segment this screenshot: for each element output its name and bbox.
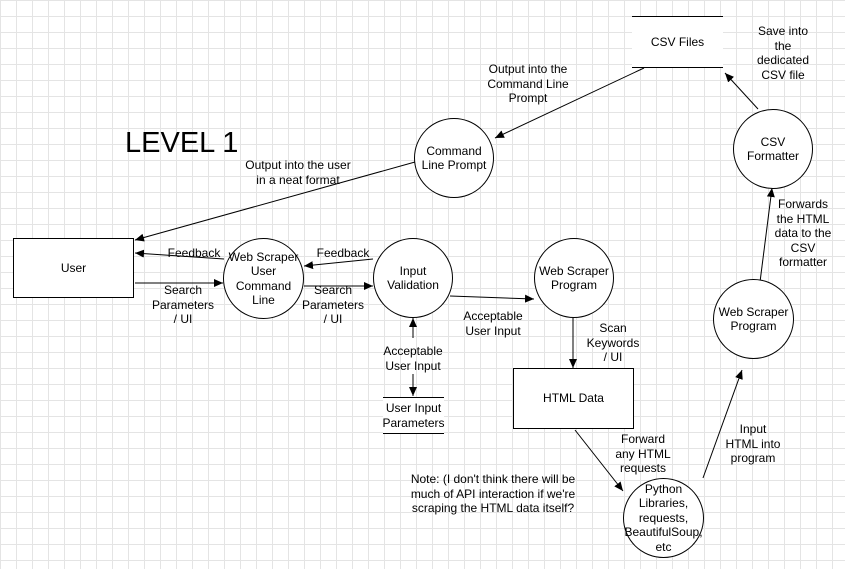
forward-html-label: Forward any HTML requests	[615, 432, 671, 475]
scan-keywords-label: Scan Keywords / UI	[586, 321, 640, 364]
web-scraper-ui-process: Web Scraper User Command Line	[223, 238, 304, 319]
input-validation-process: Input Validation	[373, 238, 453, 318]
user-entity: User	[13, 238, 134, 298]
csv-files-store: CSV Files	[632, 16, 723, 68]
arrow-csv-to-cmd	[494, 67, 645, 139]
feedback-label-2: Feedback	[316, 246, 370, 260]
arrow-feedback-to-user	[134, 249, 225, 260]
web-scraper-program-process: Web Scraper Program	[534, 238, 614, 318]
html-data-entity: HTML Data	[513, 368, 634, 429]
acceptable-input-label-scraper: Acceptable User Input	[463, 309, 523, 338]
arrow-validation-to-scraper	[449, 294, 535, 303]
command-line-prompt-process: Command Line Prompt	[414, 118, 494, 198]
feedback-label-1: Feedback	[167, 246, 221, 260]
python-libraries-process: Python Libraries, requests, BeautifulSou…	[623, 478, 704, 558]
arrow-html-to-libs	[574, 429, 624, 492]
output-user-label: Output into the user in a neat format	[245, 158, 351, 187]
output-cmd-label: Output into the Command Line Prompt	[487, 62, 569, 105]
arrow-scraper2-to-formatter	[759, 187, 775, 283]
arrow-feedback-to-ui	[303, 258, 374, 270]
search-params-label-1: Search Parameters / UI	[151, 283, 215, 326]
save-csv-label: Save into the dedicated CSV file	[756, 24, 810, 82]
acceptable-input-label-params: Acceptable User Input	[383, 344, 443, 373]
arrow-formatter-to-csv	[724, 72, 759, 110]
search-params-label-2: Search Parameters / UI	[301, 283, 365, 326]
csv-formatter-process: CSV Formatter	[733, 109, 813, 189]
user-input-parameters-store: User Input Parameters	[382, 397, 445, 434]
web-scraper-program-2-process: Web Scraper Program	[713, 279, 794, 359]
arrow-libs-to-scraper2	[702, 369, 743, 479]
input-html-label: Input HTML into program	[725, 422, 781, 465]
forwards-to-csv-label: Forwards the HTML data to the CSV format…	[774, 197, 832, 269]
level-title: LEVEL 1	[125, 127, 239, 159]
arrow-cmd-to-user	[134, 161, 416, 242]
note-text: Note: (I don't think there will be much …	[410, 472, 576, 515]
